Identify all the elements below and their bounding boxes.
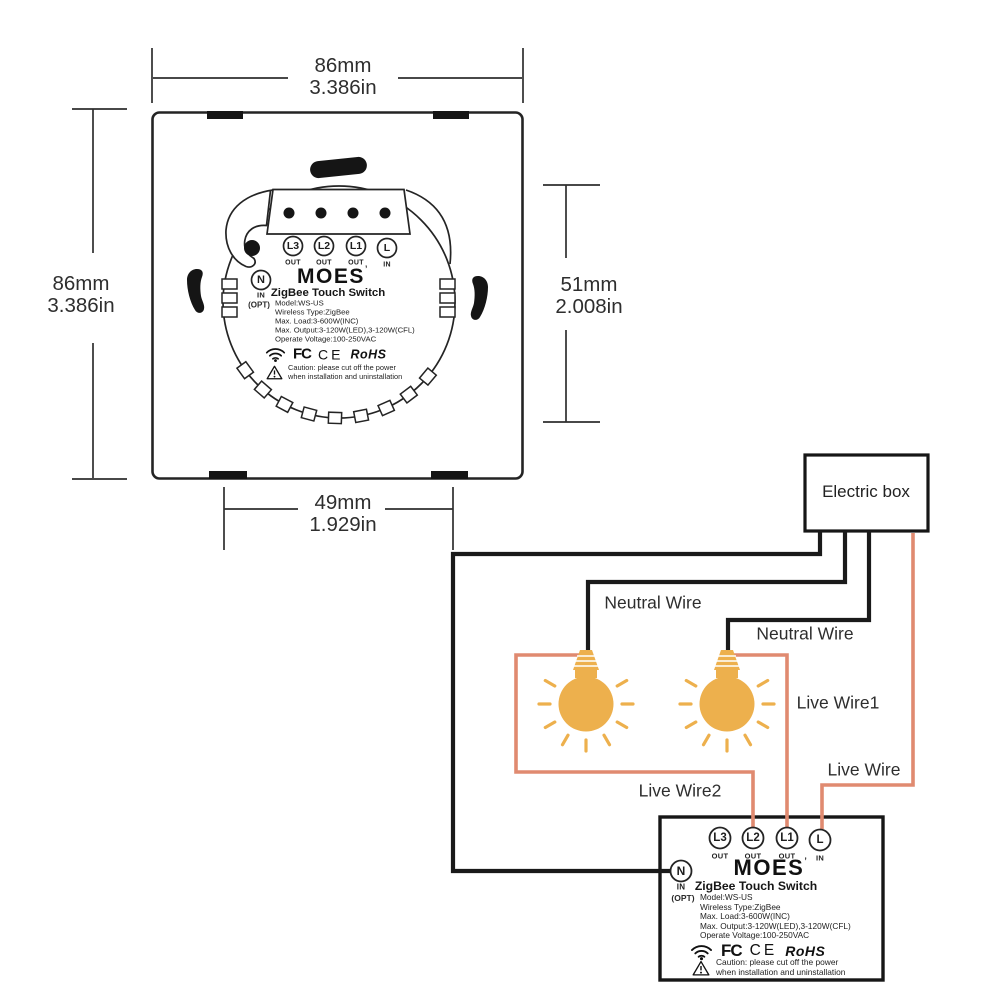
terminal-l3-out: OUT — [711, 851, 729, 861]
terminal-l3-out: OUT — [285, 259, 301, 267]
fcc-logo: FC — [293, 345, 312, 363]
spec-max-output: Max. Output:3-120W(LED),3-120W(CFL) — [275, 325, 415, 335]
electric-box — [803, 453, 930, 533]
caution-line2: when installation and uninstallation — [716, 967, 846, 977]
top-slot — [310, 156, 367, 179]
light-bulb — [537, 650, 635, 753]
dimension-right: 51mm 2.008in — [555, 274, 622, 318]
caution-note: Caution: please cut off the power when i… — [266, 363, 402, 381]
electric-box-label: Electric box — [822, 482, 910, 501]
terminal-n: N — [257, 274, 265, 286]
neutral-wires — [450, 531, 872, 874]
dimension-bottom-mm: 49mm — [314, 491, 372, 514]
terminal-l1-out: OUT — [348, 259, 364, 267]
dimension-left: 86mm 3.386in — [47, 273, 114, 317]
mounting-tabs — [207, 111, 469, 479]
spec-voltage: Operate Voltage:100-250VAC — [700, 930, 810, 940]
terminal-circles-bottom-module — [669, 826, 832, 883]
spec-wireless: Wireless Type:ZigBee — [275, 307, 350, 317]
live-wire1-label: Live Wire1 — [796, 692, 880, 713]
terminal-circles-top-module — [250, 235, 398, 291]
spring-clip-right — [405, 189, 452, 265]
dimension-line-top — [151, 48, 524, 103]
brand-mark: ’ — [804, 855, 809, 869]
live-wires — [514, 533, 915, 829]
terminal-l1-out: OUT — [778, 851, 796, 861]
terminal-n-in: IN — [676, 882, 686, 892]
dimension-left-mm: 86mm — [52, 272, 110, 295]
terminal-n-opt: (OPT) — [671, 893, 695, 903]
fcc-logo: FC — [721, 941, 743, 960]
ce-mark: CE — [749, 942, 778, 959]
warning-icon — [692, 960, 710, 976]
terminal-block — [266, 188, 411, 235]
live-wire-label: Live Wire — [827, 759, 901, 780]
caution-line1: Caution: please cut off the power — [288, 363, 396, 372]
terminal-l3: L3 — [713, 832, 727, 844]
side-grip-slots — [187, 269, 488, 320]
terminal-l: L — [816, 834, 824, 846]
spec-max-output: Max. Output:3-120W(LED),3-120W(CFL) — [700, 920, 851, 931]
terminal-n: N — [676, 864, 686, 878]
terminal-screws — [244, 207, 391, 256]
product-name: ZigBee Touch Switch — [694, 879, 818, 893]
brand-text: MOES — [733, 855, 805, 880]
light-bulb — [678, 648, 776, 753]
spec-max-load: Max. Load:3-600W(INC) — [700, 911, 790, 921]
certifications: FC CE RoHS — [690, 941, 825, 961]
dimension-line-right — [543, 184, 600, 423]
spec-model: Model:WS-US — [700, 892, 753, 902]
terminal-l2: L2 — [746, 832, 760, 844]
terminal-l2-out: OUT — [744, 851, 762, 861]
terminal-l1: L1 — [780, 832, 794, 844]
terminal-n-in: IN — [256, 290, 266, 300]
brand-text: MOES — [297, 265, 365, 288]
terminal-l2: L2 — [317, 240, 331, 252]
side-teeth — [221, 278, 456, 318]
dimension-bottom: 49mm 1.929in — [309, 492, 376, 536]
spring-clip-left — [225, 189, 274, 268]
warning-icon — [266, 365, 283, 379]
dimension-top-in: 3.386in — [309, 76, 377, 99]
neutral-wire-label-left: Neutral Wire — [604, 592, 702, 613]
dimension-right-mm: 51mm — [560, 273, 618, 296]
dimension-top: 86mm 3.386in — [309, 55, 376, 99]
dimension-top-mm: 86mm — [314, 54, 372, 77]
switch-module-box — [658, 815, 885, 982]
switch-module-body — [221, 156, 456, 425]
castellation-teeth — [235, 360, 438, 425]
certifications: FC CE RoHS — [265, 346, 386, 363]
brand-mark: ’ — [364, 265, 369, 277]
dimension-right-in: 2.008in — [555, 295, 623, 318]
live-wire2-label: Live Wire2 — [638, 780, 722, 801]
product-name: ZigBee Touch Switch — [270, 287, 386, 299]
terminal-l2-out: OUT — [316, 259, 332, 267]
terminal-l: L — [383, 242, 391, 254]
dimension-bottom-in: 1.929in — [309, 513, 377, 536]
spec-wireless: Wireless Type:ZigBee — [700, 901, 781, 912]
terminal-n-opt: (OPT) — [248, 300, 270, 310]
terminal-l1: L1 — [349, 240, 363, 252]
terminal-l-in: IN — [383, 261, 391, 268]
neutral-wire-label-right: Neutral Wire — [756, 623, 854, 644]
rohs-mark: RoHS — [350, 347, 387, 361]
spec-max-load: Max. Load:3-600W(INC) — [275, 316, 359, 326]
dimension-left-in: 3.386in — [47, 294, 115, 317]
terminal-l3: L3 — [286, 240, 300, 252]
ce-mark: CE — [318, 346, 344, 362]
brand-logo: MOES’ — [734, 855, 809, 881]
caution-line1: Caution: please cut off the power — [716, 957, 839, 968]
wifi-icon — [691, 944, 712, 960]
rohs-mark: RoHS — [785, 943, 826, 959]
wifi-icon — [265, 348, 286, 362]
terminal-l-in: IN — [815, 853, 825, 862]
spec-voltage: Operate Voltage:100-250VAC — [275, 334, 377, 344]
dimension-line-left — [72, 108, 127, 480]
dimension-line-bottom — [223, 487, 454, 550]
brand-logo: MOES’ — [297, 265, 369, 289]
caution-line2: when installation and uninstallation — [288, 372, 403, 381]
spec-model: Model:WS-US — [275, 298, 324, 308]
caution-note: Caution: please cut off the power when i… — [692, 957, 846, 978]
